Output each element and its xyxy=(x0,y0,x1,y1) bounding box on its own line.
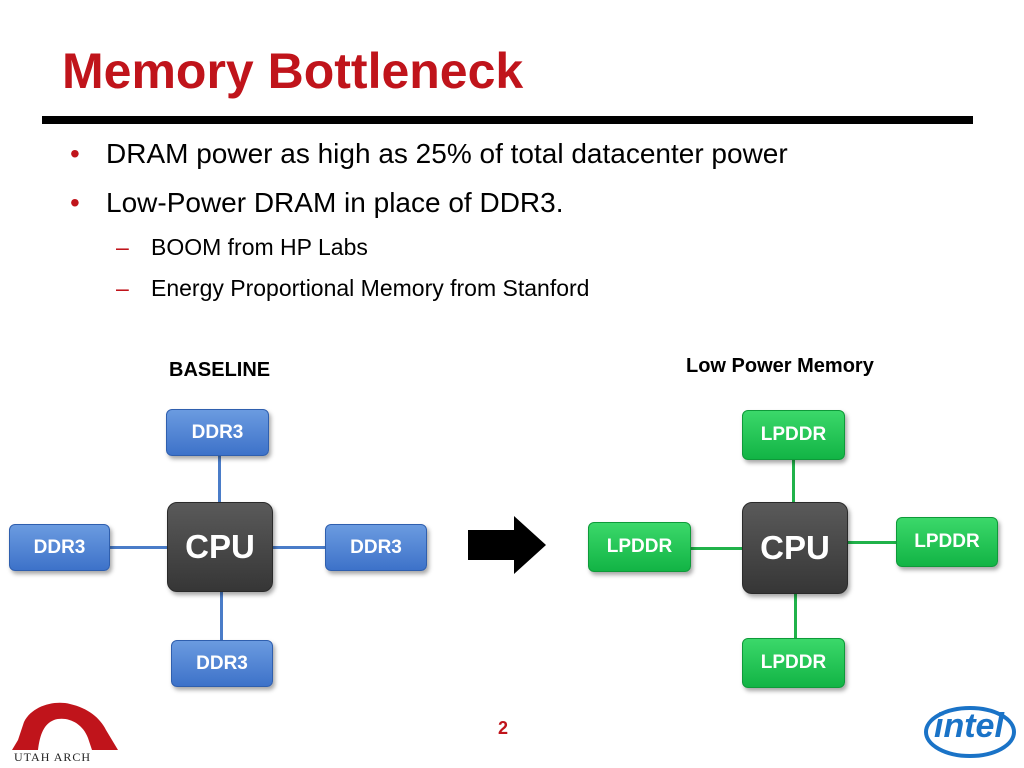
sub-bullet-text: Energy Proportional Memory from Stanford xyxy=(151,275,590,301)
bullet-glyph: • xyxy=(70,138,80,169)
right-arrow-icon xyxy=(468,516,546,574)
ddr3-top-module: DDR3 xyxy=(166,409,269,456)
connector-line xyxy=(792,460,795,502)
lpddr-bottom-module: LPDDR xyxy=(742,638,845,688)
intel-swoosh-icon xyxy=(924,706,1016,758)
lpddr-left-module: LPDDR xyxy=(588,522,691,572)
low-power-cpu: CPU xyxy=(742,502,848,594)
bullet-glyph: • xyxy=(70,187,80,218)
connector-line xyxy=(273,546,325,549)
baseline-label: BASELINE xyxy=(169,359,271,381)
bullet-text: DRAM power as high as 25% of total datac… xyxy=(106,138,788,169)
dash-glyph: – xyxy=(116,234,129,260)
lpddr-right-module: LPDDR xyxy=(896,517,998,567)
arch-logo-icon xyxy=(12,702,118,750)
sub-bullet-text: BOOM from HP Labs xyxy=(151,234,368,260)
page-number: 2 xyxy=(498,718,509,738)
dash-glyph: – xyxy=(116,275,129,301)
connector-line xyxy=(848,541,896,544)
baseline-cpu: CPU xyxy=(167,502,273,592)
connector-line xyxy=(794,594,797,638)
slide-title: Memory Bottleneck xyxy=(62,43,524,99)
intel-text: intel xyxy=(934,707,1004,745)
ddr3-bottom-module: DDR3 xyxy=(171,640,273,687)
title-divider xyxy=(42,116,973,124)
utah-arch-text: UTAH ARCH xyxy=(14,750,92,764)
connector-line xyxy=(220,592,223,640)
low-power-label: Low Power Memory xyxy=(686,355,874,377)
connector-line xyxy=(691,547,743,550)
ddr3-right-module: DDR3 xyxy=(325,524,427,571)
connector-line xyxy=(218,456,221,502)
connector-line xyxy=(110,546,168,549)
bullet-text: Low-Power DRAM in place of DDR3. xyxy=(106,187,564,218)
lpddr-top-module: LPDDR xyxy=(742,410,845,460)
ddr3-left-module: DDR3 xyxy=(9,524,110,571)
